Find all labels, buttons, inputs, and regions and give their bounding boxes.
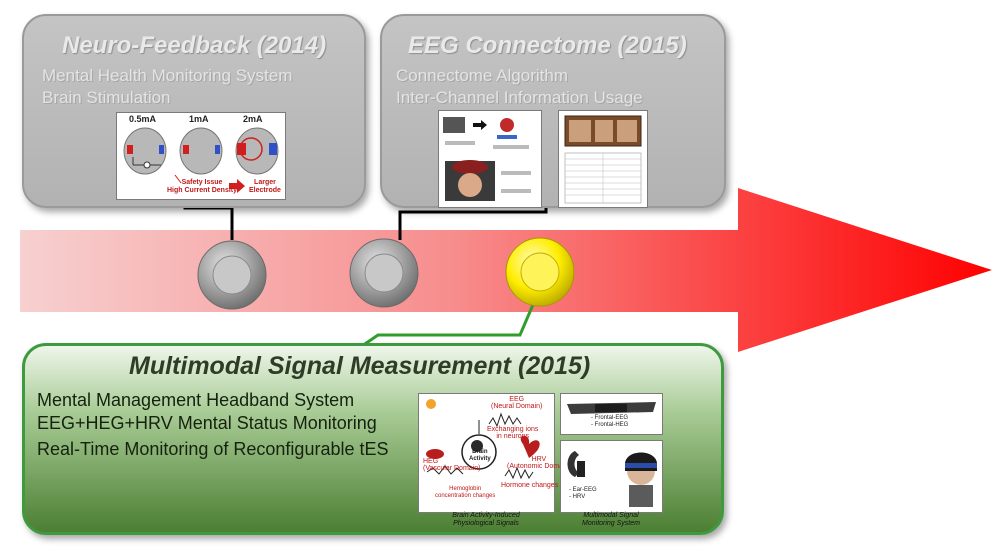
milestone-line: EEG+HEG+HRV Mental Status Monitoring: [37, 413, 377, 433]
caption-line: Monitoring System: [582, 520, 640, 527]
headband-illustration: [567, 402, 656, 414]
result-note-line: Larger: [254, 179, 276, 186]
connectome-illustration: [443, 117, 531, 201]
timeline-node-2015-connectome: [349, 238, 419, 308]
connector-multimodal: [361, 299, 537, 348]
milestone-eeg-connectome: EEG Connectome (2015) Connectome Algorit…: [380, 14, 726, 208]
stimulation-figure: 0.5mA 1mA 2mA Safety Issue High Current …: [116, 112, 286, 200]
caption-line: Brain Activity-Induced: [452, 512, 520, 519]
issue-note-line: Safety Issue: [181, 179, 223, 186]
heg-label: HEG: [423, 458, 439, 465]
figure-caption: Brain Activity-Induced Physiological Sig…: [447, 512, 525, 528]
eeg-label: EEG: [509, 396, 525, 403]
hormone-label: Hormone changes: [501, 482, 559, 489]
timeline-node-2015-multimodal: [505, 237, 575, 307]
chip-spec-figure: [558, 110, 648, 208]
issue-note: Safety Issue High Current Density: [167, 179, 237, 195]
center-line: Activity: [469, 456, 491, 462]
headband-label: - Frontal-HEG: [591, 422, 629, 428]
ear-labels: - Ear-EEG - HRV: [569, 487, 597, 501]
milestone-line: Mental Health Monitoring System: [42, 66, 293, 85]
headband-figure: - Frontal-EEG - Frontal-HEG: [560, 393, 663, 435]
hrv-label: HRV: [531, 456, 547, 463]
ear-device-figure: - Ear-EEG - HRV: [560, 440, 663, 513]
hemo-line: Hemoglobin: [449, 486, 482, 492]
headband-label: - Frontal-EEG: [591, 415, 629, 421]
center-line: Brain: [472, 449, 488, 455]
result-note: Larger Electrode: [249, 179, 281, 195]
exchange-line: in neurons: [496, 433, 530, 440]
headband-labels: - Frontal-EEG - Frontal-HEG: [591, 415, 628, 429]
brain-activity-illustration: [426, 399, 540, 480]
head-models-illustration: [123, 127, 279, 193]
connectome-photo: [438, 110, 542, 208]
caption-line: Physiological Signals: [453, 520, 519, 527]
milestone-line: Brain Stimulation: [42, 88, 171, 107]
ear-label: - HRV: [569, 494, 586, 500]
current-label: 2mA: [243, 114, 263, 124]
result-note-line: Electrode: [249, 187, 281, 194]
heg-domain-label: HEG (Vascular Domain): [423, 458, 480, 472]
caption-line: Multimodal Signal: [583, 512, 639, 519]
current-label: 1mA: [189, 114, 209, 124]
hrv-domain: (Autonomic Domain): [507, 463, 571, 470]
milestone-title: Neuro-Feedback (2014): [62, 32, 327, 59]
exchange-label: Exchanging ions in neurons: [487, 426, 538, 440]
heg-domain: (Vascular Domain): [423, 465, 481, 472]
milestone-multimodal: Multimodal Signal Measurement (2015) Men…: [22, 343, 724, 535]
milestone-line: Mental Management Headband System: [37, 390, 355, 410]
milestone-line: Inter-Channel Information Usage: [396, 88, 643, 107]
eeg-domain: (Neural Domain): [491, 403, 543, 410]
milestone-title: Multimodal Signal Measurement (2015): [129, 352, 591, 380]
eeg-domain-label: EEG (Neural Domain): [491, 396, 542, 410]
chip-spec-illustration: [564, 115, 642, 204]
brain-activity-label: Brain Activity: [469, 449, 491, 463]
milestone-line: Connectome Algorithm: [396, 66, 568, 85]
hemo-line: concentration changes: [435, 493, 496, 499]
exchange-line: Exchanging ions: [487, 426, 539, 433]
system-caption: Multimodal Signal Monitoring System: [571, 512, 651, 528]
timeline-node-2014: [197, 240, 267, 310]
hrv-domain-label: HRV (Autonomic Domain): [507, 456, 571, 470]
current-label: 0.5mA: [129, 114, 157, 124]
ear-label: - Ear-EEG: [569, 487, 597, 493]
milestone-neuro-feedback: Neuro-Feedback (2014) Mental Health Moni…: [22, 14, 366, 208]
milestone-line: Real-Time Monitoring of Reconfigurable t…: [37, 439, 389, 459]
issue-note-line: High Current Density: [167, 187, 238, 194]
brain-activity-figure: EEG (Neural Domain) Exchanging ions in n…: [418, 393, 571, 513]
milestone-title: EEG Connectome (2015): [408, 32, 687, 59]
ear-device-illustration: [567, 451, 657, 507]
hemoglobin-label: Hemoglobin concentration changes: [435, 486, 495, 500]
